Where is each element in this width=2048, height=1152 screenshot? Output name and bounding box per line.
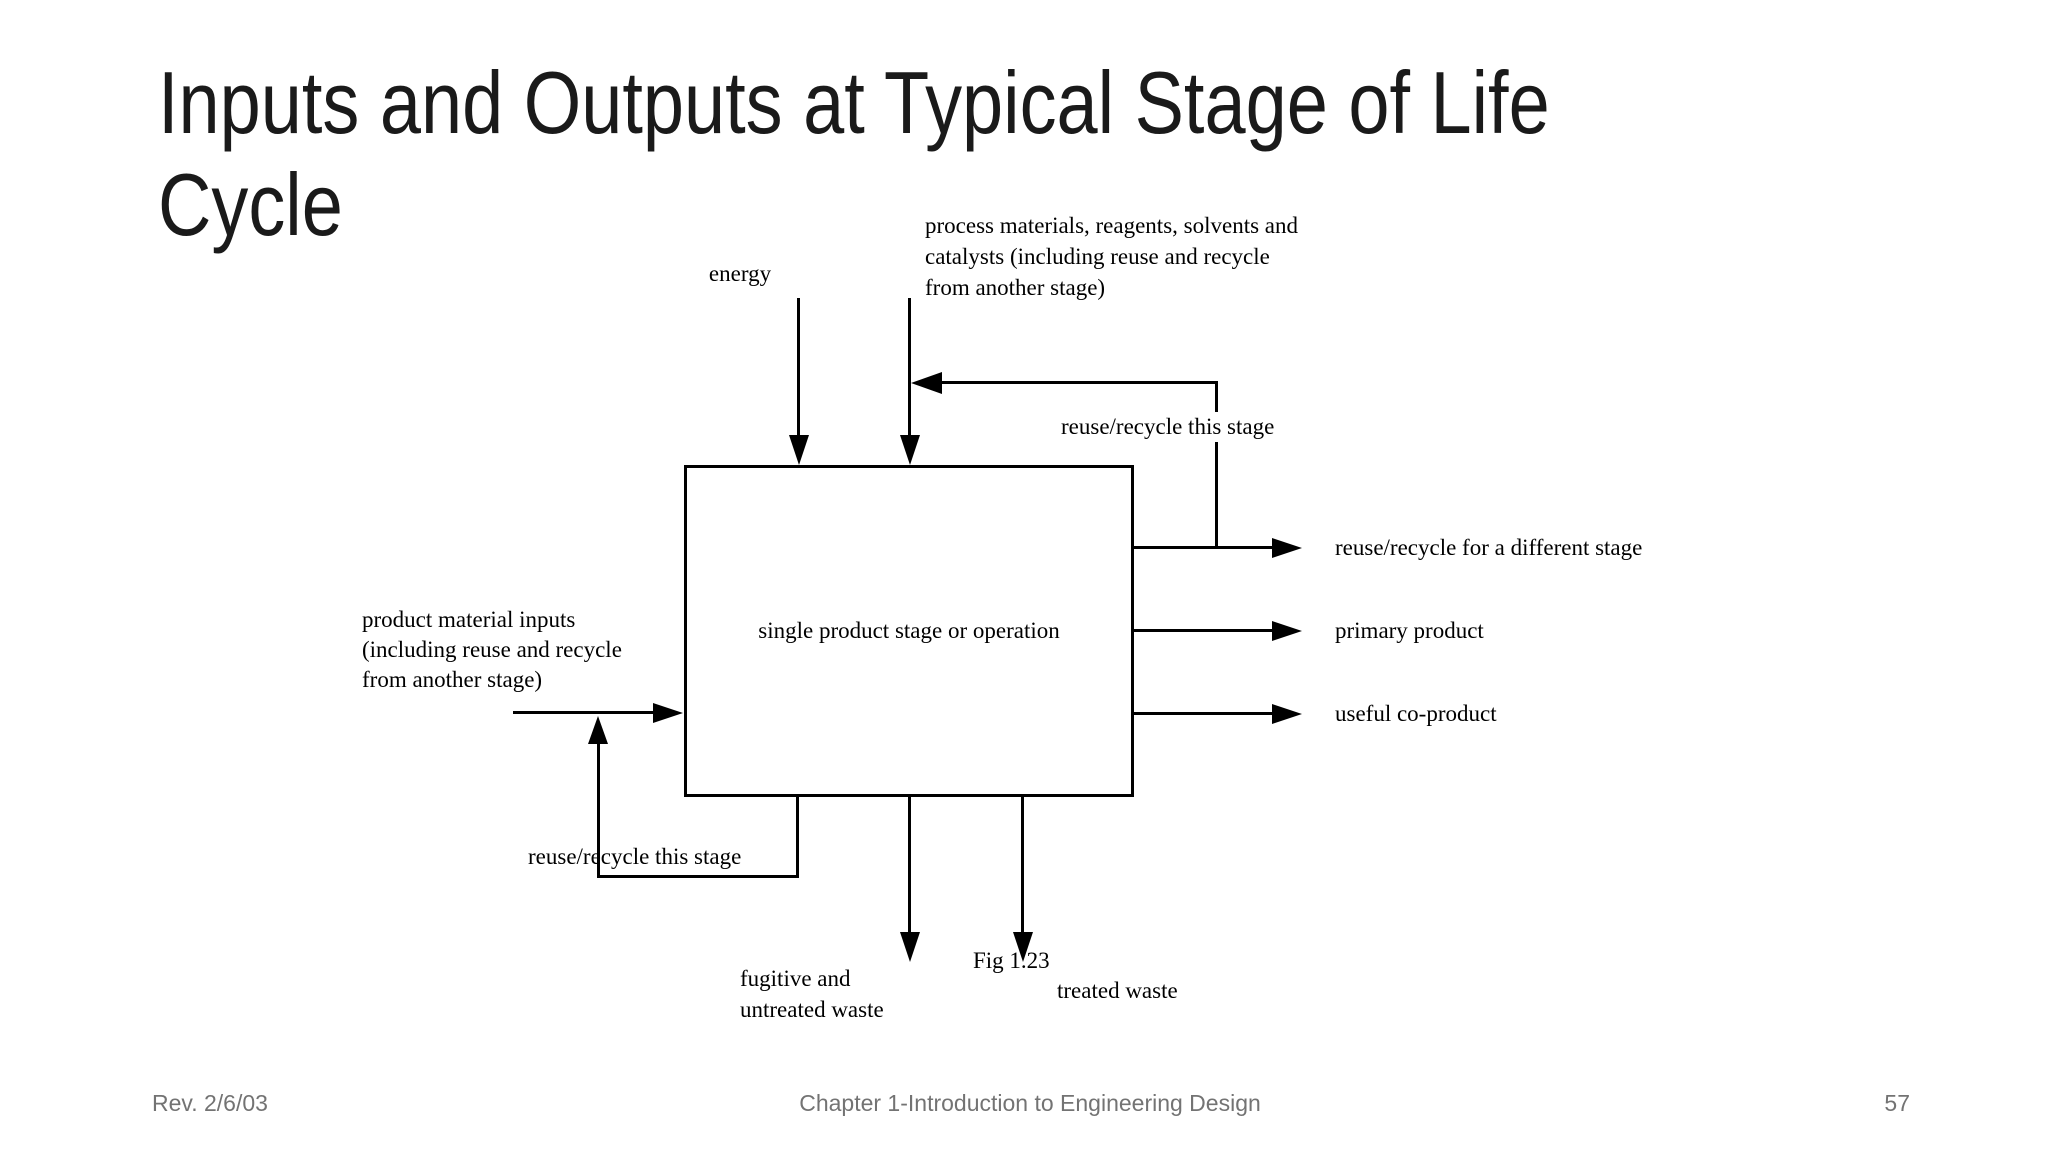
energy-label: energy [708,261,772,286]
product-materials-line3: from another stage) [362,667,543,692]
output-reuse-label: reuse/recycle for a different stage [1335,535,1643,560]
recycle-bottom-label: reuse/recycle this stage [528,844,742,869]
recycle-bottom-riser-line [597,744,600,878]
fugitive-waste-line2: untreated waste [740,997,884,1022]
output-reuse-line [1134,546,1274,549]
output-primary-arrowhead-icon [1272,621,1302,641]
fugitive-waste-arrow-line [908,797,911,933]
recycle-bottom-line [597,875,799,878]
slide-title-line1: Inputs and Outputs at Typical Stage of L… [158,53,1550,152]
footer-page-number: 57 [1884,1090,1910,1116]
product-materials-line2: (including reuse and recycle [362,637,622,662]
recycle-bottom-drop-line [796,797,799,878]
recycle-top-label: reuse/recycle this stage [1055,412,1281,442]
product-materials-line1: product material inputs [362,607,576,632]
treated-waste-arrow-line [1021,797,1024,933]
treated-waste-label: treated waste [1057,978,1178,1003]
process-arrowhead-icon [900,435,920,465]
process-arrow-line [908,298,911,438]
fugitive-waste-line1: fugitive and [740,966,851,991]
process-materials-label: process materials, reagents, solvents an… [925,210,1298,303]
fugitive-waste-label: fugitive and untreated waste [740,963,884,1025]
energy-arrow-line [797,298,800,438]
output-reuse-arrowhead-icon [1272,538,1302,558]
recycle-top-line [941,381,1218,384]
process-materials-line2: catalysts (including reuse and recycle [925,244,1270,269]
footer-revision: Rev. 2/6/03 [152,1090,268,1116]
energy-arrowhead-icon [789,435,809,465]
fugitive-waste-arrowhead-icon [900,932,920,962]
product-input-line [513,711,655,714]
slide-title: Inputs and Outputs at Typical Stage of L… [158,52,1550,256]
stage-box-label: single product stage or operation [758,618,1060,643]
recycle-top-riser-line [1215,383,1218,549]
product-materials-label: product material inputs (including reuse… [362,605,622,695]
output-coproduct-label: useful co-product [1335,701,1497,726]
process-materials-line1: process materials, reagents, solvents an… [925,213,1298,238]
process-materials-line3: from another stage) [925,275,1106,300]
product-input-arrowhead-icon [653,703,683,723]
recycle-bottom-arrowhead-icon [588,716,608,744]
stage-box: single product stage or operation [684,465,1134,797]
output-coproduct-arrowhead-icon [1272,704,1302,724]
treated-waste-arrowhead-icon [1013,932,1033,962]
footer-chapter: Chapter 1-Introduction to Engineering De… [799,1090,1261,1116]
output-primary-label: primary product [1335,618,1484,643]
output-primary-line [1134,629,1274,632]
slide-title-line2: Cycle [158,155,343,254]
figure-caption: Fig 1.23 [973,948,1050,973]
output-coproduct-line [1134,712,1274,715]
recycle-top-arrowhead-icon [911,372,942,394]
